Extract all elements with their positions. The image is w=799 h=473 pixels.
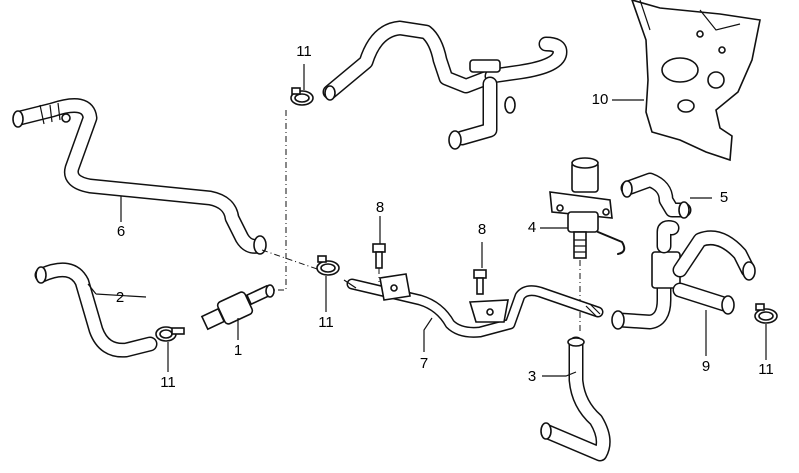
clamp-center xyxy=(316,255,340,276)
callout-11-left: 11 xyxy=(160,374,176,391)
part-2-hose xyxy=(34,262,158,358)
callouts: 11 6 2 11 1 11 8 8 7 4 5 10 3 9 11 xyxy=(116,43,774,391)
callout-8-left: 8 xyxy=(376,199,384,216)
callout-8-right: 8 xyxy=(478,221,486,238)
callout-9: 9 xyxy=(702,358,710,375)
clamp-top xyxy=(290,87,314,106)
upper-hose-assembly xyxy=(322,20,568,150)
part-9-hose xyxy=(611,220,756,330)
leader-lines xyxy=(87,64,767,377)
part-1-valve xyxy=(200,284,275,331)
callout-1: 1 xyxy=(234,342,242,359)
part-3-hose xyxy=(540,336,611,462)
callout-5: 5 xyxy=(720,189,728,206)
callout-11-right: 11 xyxy=(758,361,774,378)
callout-6: 6 xyxy=(117,223,125,240)
callout-7: 7 xyxy=(420,355,428,372)
part-8-bolt-left xyxy=(372,243,386,282)
callout-11-top: 11 xyxy=(296,43,312,60)
callout-2: 2 xyxy=(116,289,124,306)
part-4-valve xyxy=(549,157,626,259)
callout-10: 10 xyxy=(592,91,609,108)
clamp-right xyxy=(754,303,778,324)
callout-4: 4 xyxy=(528,219,536,236)
part-8-bolt-right xyxy=(473,269,487,295)
callout-11-center: 11 xyxy=(318,314,334,331)
part-6-hose xyxy=(12,98,267,255)
assembly-lines xyxy=(261,110,581,334)
callout-3: 3 xyxy=(528,368,536,385)
part-7-pipe xyxy=(343,273,604,338)
clamp-left xyxy=(155,326,185,342)
part-5-hose xyxy=(620,172,692,219)
part-10-bracket xyxy=(631,0,761,162)
